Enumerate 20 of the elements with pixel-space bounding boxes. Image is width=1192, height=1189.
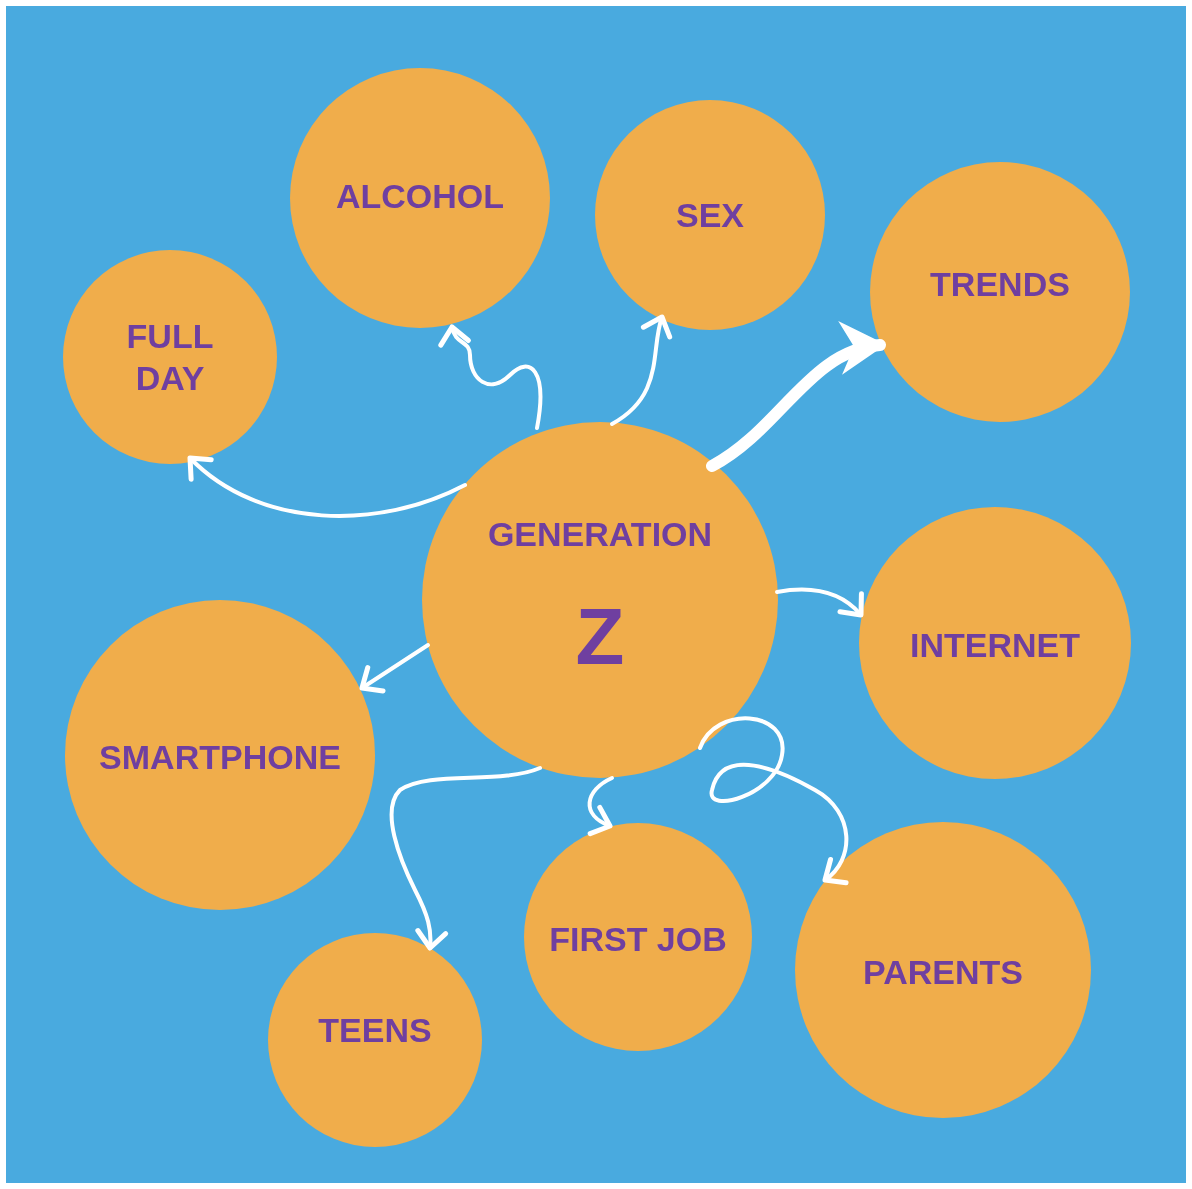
node-label: GENERATION bbox=[487, 513, 713, 555]
curved-arrow bbox=[706, 324, 886, 472]
curved-arrow bbox=[775, 587, 864, 618]
curved-arrow bbox=[359, 643, 430, 694]
node-label: SEX bbox=[675, 194, 744, 236]
node-label: FIRST JOB bbox=[549, 918, 727, 960]
letter-label: Z bbox=[575, 591, 625, 684]
curved-arrow bbox=[439, 324, 543, 430]
node-label: SMARTPHONE bbox=[99, 736, 341, 778]
node-label: INTERNET bbox=[910, 624, 1080, 666]
curved-arrow bbox=[389, 766, 542, 951]
node-label: PARENTS bbox=[863, 951, 1023, 993]
node-label: TEENS bbox=[318, 1009, 432, 1051]
curved-arrow bbox=[610, 314, 674, 426]
node-label: TRENDS bbox=[930, 263, 1070, 305]
curved-arrow bbox=[587, 776, 614, 835]
curved-arrow bbox=[187, 455, 467, 518]
node-label: FULL DAY bbox=[125, 315, 215, 399]
curved-arrow bbox=[698, 716, 849, 884]
node-label: ALCOHOL bbox=[335, 175, 505, 217]
